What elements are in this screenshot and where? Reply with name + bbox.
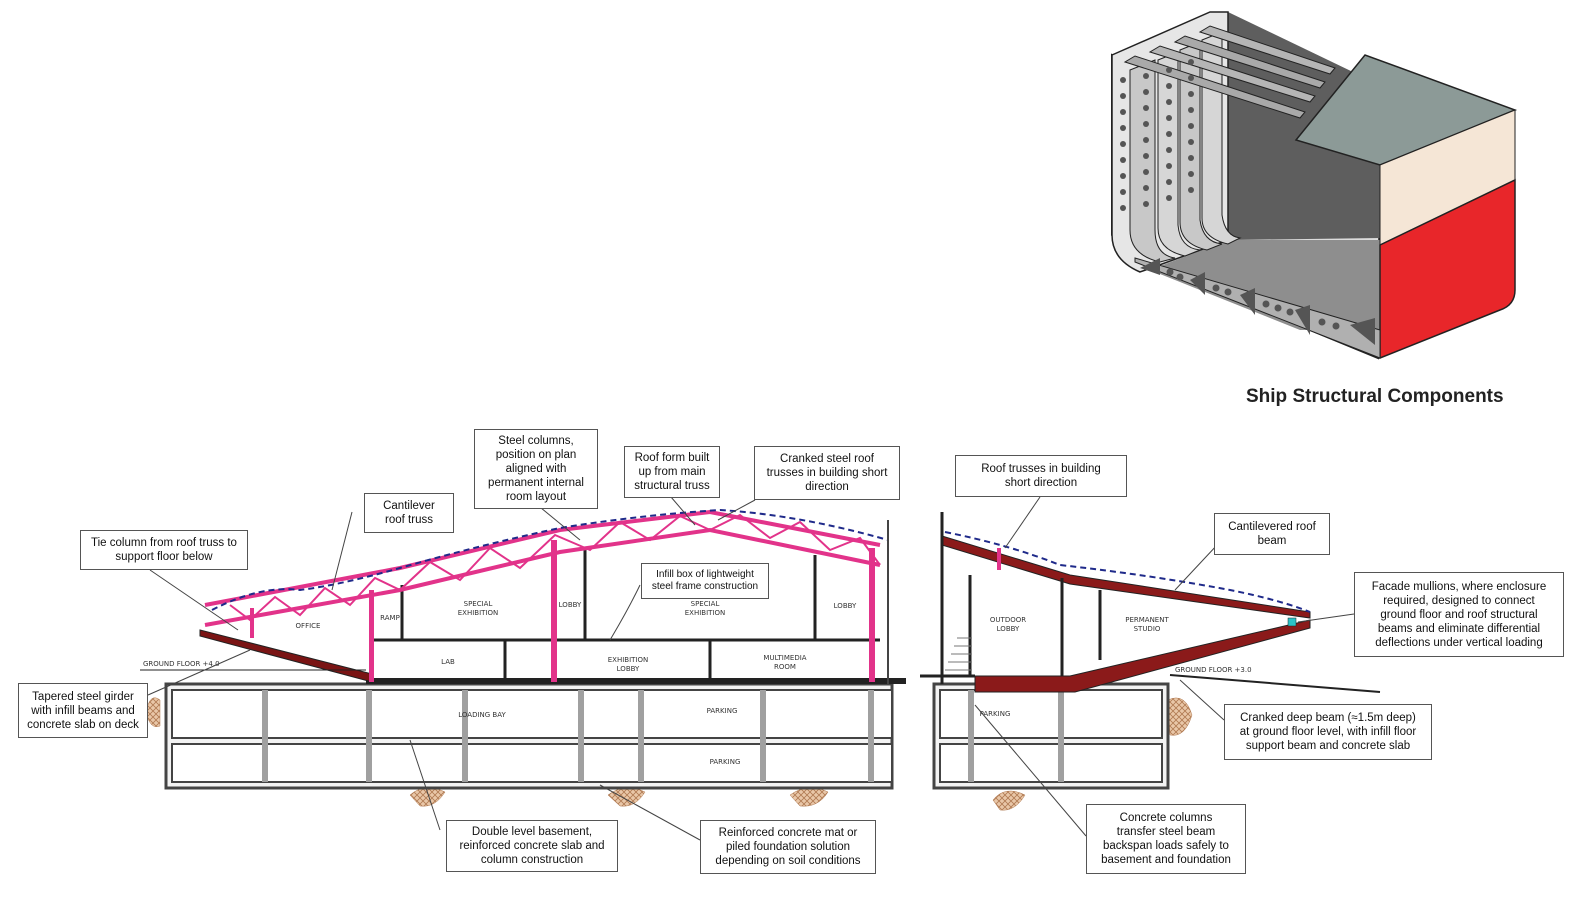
cranked-deep-beam	[974, 619, 1311, 693]
room-labels: OFFICE RAMP SPECIAL EXHIBITION LOBBY SPE…	[296, 600, 858, 766]
right-room-labels: OUTDOOR LOBBY PERMANENT STUDIO PARKING	[980, 616, 1170, 718]
room-parking-3: PARKING	[980, 710, 1011, 718]
steel-columns	[250, 540, 875, 682]
ship-section-illustration	[1111, 11, 1518, 360]
right-building-section: OUTDOOR LOBBY PERMANENT STUDIO PARKING G…	[920, 512, 1381, 811]
room-parking-2: PARKING	[710, 758, 741, 766]
ship-diagram-title: Ship Structural Components	[1246, 386, 1504, 407]
room-exhibition-lobby-line1: EXHIBITION	[608, 656, 649, 664]
callout-mat-foundation: Reinforced concrete mat or piled foundat…	[700, 820, 876, 874]
basement-columns	[262, 690, 874, 782]
roof-form-dashed-line	[211, 508, 889, 611]
room-loading-bay: LOADING BAY	[458, 711, 506, 719]
leader-lines	[147, 496, 1355, 841]
pile-foundation-right	[992, 790, 1026, 811]
callout-cantilever-roof-truss: Cantilever roof truss	[364, 493, 454, 533]
room-special-exhibition-2-line2: EXHIBITION	[685, 609, 726, 617]
room-lab: LAB	[441, 658, 455, 666]
callout-cantilevered-roof-beam: Cantilevered roof beam	[1214, 513, 1330, 555]
callout-steel-columns: Steel columns, position on plan aligned …	[474, 429, 598, 509]
ship-hold-floor	[1150, 240, 1380, 330]
room-office: OFFICE	[296, 622, 321, 630]
facade-mullion-node	[1287, 617, 1297, 627]
room-permanent-studio-line1: PERMANENT	[1125, 616, 1169, 624]
room-lobby-1: LOBBY	[559, 601, 582, 609]
ship-hull-bottom-red	[1379, 178, 1516, 360]
room-special-exhibition-1-line2: EXHIBITION	[458, 609, 499, 617]
basement-structure	[164, 682, 894, 790]
right-walls	[940, 512, 1102, 684]
callout-infill-box: Infill box of lightweight steel frame co…	[641, 563, 769, 599]
room-special-exhibition-2-line1: SPECIAL	[691, 600, 720, 608]
callout-double-basement: Double level basement, reinforced concre…	[446, 820, 618, 872]
ground-floor-right-label: GROUND FLOOR +3.0	[1175, 666, 1252, 674]
ship-bottom-girders	[1140, 258, 1375, 345]
room-permanent-studio-line2: STUDIO	[1134, 625, 1161, 633]
room-multimedia-line1: MULTIMEDIA	[763, 654, 806, 662]
pile-foundation-right-edge	[1167, 697, 1193, 736]
room-multimedia-line2: ROOM	[774, 663, 796, 671]
room-special-exhibition-1-line1: SPECIAL	[464, 600, 493, 608]
room-lobby-2: LOBBY	[834, 602, 857, 610]
callout-concrete-columns: Concrete columns transfer steel beam bac…	[1086, 804, 1246, 874]
callout-roof-trusses-short-direction: Roof trusses in building short direction	[955, 455, 1127, 497]
right-basement-columns	[968, 690, 1064, 782]
callout-cranked-steel-trusses: Cranked steel roof trusses in building s…	[754, 446, 900, 500]
room-ramp: RAMP	[380, 614, 400, 622]
left-building-section: OFFICE RAMP SPECIAL EXHIBITION LOBBY SPE…	[140, 508, 906, 807]
room-exhibition-lobby-line2: LOBBY	[617, 665, 640, 673]
tie-mullion	[997, 548, 1001, 570]
room-outdoor-lobby-line1: OUTDOOR	[990, 616, 1026, 624]
main-roof-truss	[204, 509, 881, 627]
ground-floor-left-label: GROUND FLOOR +4.0	[143, 660, 220, 668]
callout-tapered-steel-girder: Tapered steel girder with infill beams a…	[18, 683, 148, 738]
callout-tie-column: Tie column from roof truss to support fl…	[80, 530, 248, 570]
room-parking-1: PARKING	[707, 707, 738, 715]
tapered-steel-girder	[199, 629, 373, 683]
callout-cranked-deep-beam: Cranked deep beam (≈1.5m deep) at ground…	[1224, 704, 1432, 760]
room-outdoor-lobby-line2: LOBBY	[997, 625, 1020, 633]
callout-roof-form: Roof form built up from main structural …	[624, 446, 720, 498]
right-roof-dashed-line	[944, 531, 1311, 613]
ground-level-line-right	[1169, 674, 1381, 693]
right-stair	[945, 637, 972, 671]
ground-floor-slab	[366, 678, 906, 684]
callout-facade-mullions: Facade mullions, where enclosure require…	[1354, 572, 1564, 657]
ship-lightening-holes	[1120, 59, 1340, 330]
